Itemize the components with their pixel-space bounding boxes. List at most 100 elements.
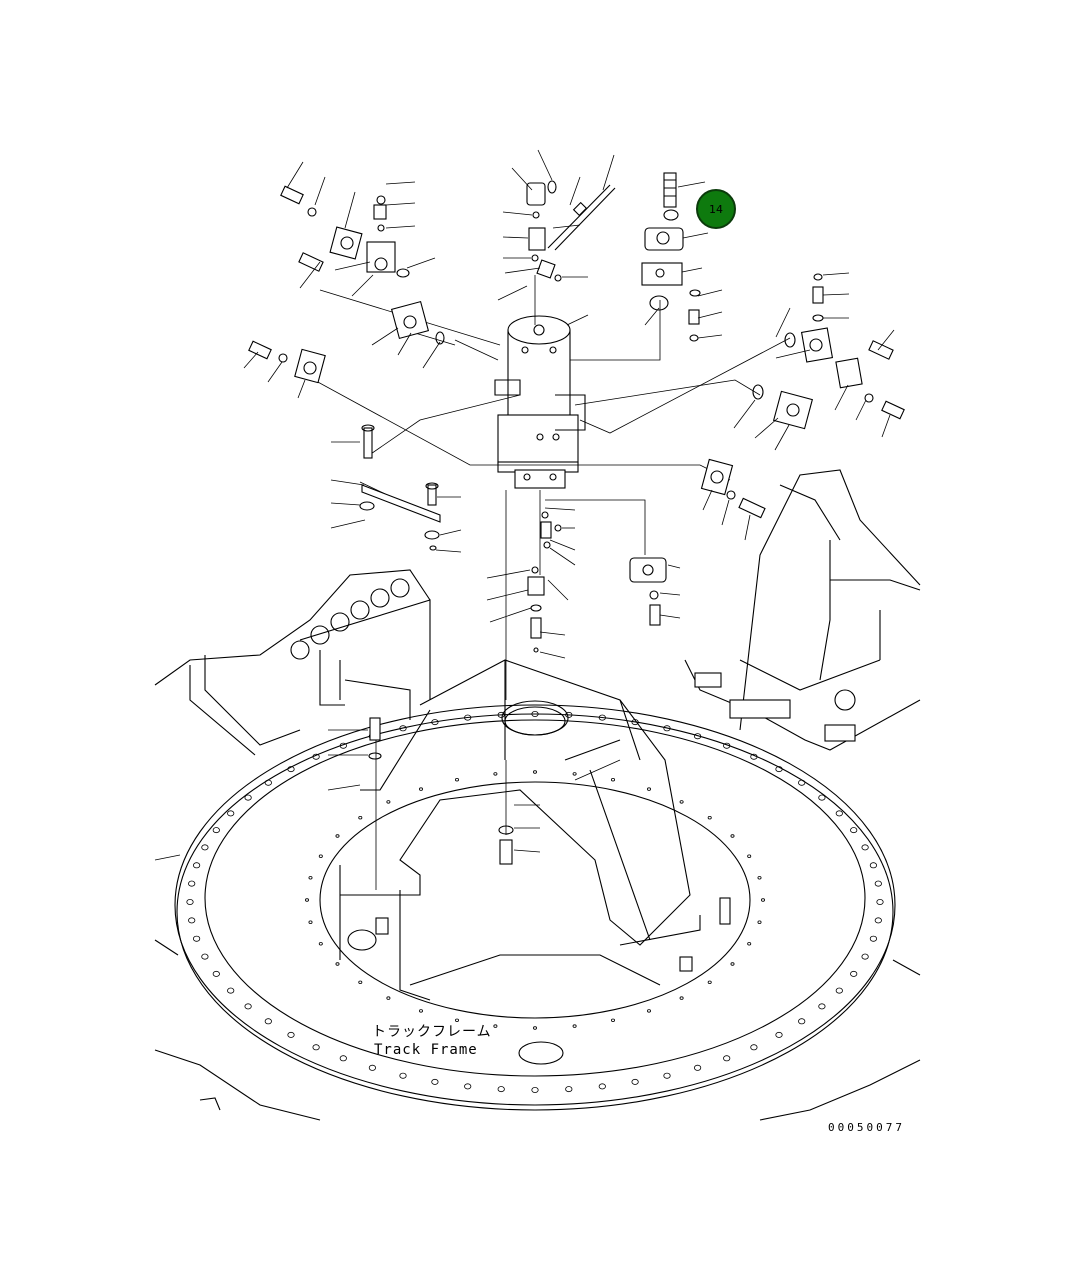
bolt-hole [850, 827, 858, 834]
bolt-hole [188, 917, 196, 924]
bolt-hole [308, 920, 313, 924]
bolt-hole [850, 970, 858, 977]
bolt-hole [598, 714, 606, 721]
bolt-hole [318, 942, 323, 946]
bolt-hole [431, 719, 439, 726]
bolt-hole [188, 880, 196, 887]
track-frame-label-en: Track Frame [374, 1042, 478, 1058]
fittings-top-center [526, 180, 616, 282]
bolt-hole [679, 800, 684, 804]
bolt-hole [493, 1024, 498, 1028]
bolt-hole [227, 810, 235, 817]
callout-14-badge[interactable] [696, 189, 736, 229]
leader-lines-right [702, 272, 895, 541]
strap-and-bolts-left-middle [359, 424, 441, 760]
bolt-hole [531, 1087, 539, 1094]
bolt-hole [533, 1026, 538, 1030]
bolt-hole [287, 1031, 295, 1038]
bolt-hole [861, 953, 869, 960]
bolt-hole [201, 953, 209, 960]
bolt-hole [663, 725, 671, 732]
leader-lines-top-center [497, 149, 615, 326]
leader-lines-left-middle [154, 441, 462, 861]
bolt-hole [730, 962, 735, 966]
bolt-hole [264, 779, 272, 786]
bolt-hole [227, 987, 235, 994]
bolt-hole [747, 942, 752, 946]
bolt-hole [304, 898, 309, 902]
bolt-hole [431, 1078, 439, 1085]
bolt-hole [750, 1044, 758, 1051]
bolt-hole [647, 1009, 652, 1013]
callout-14[interactable]: 14 [696, 189, 736, 229]
bolt-hole [399, 1072, 407, 1079]
leader-lines-left [243, 161, 441, 399]
bolt-hole [750, 753, 758, 760]
bolt-hole [565, 1086, 573, 1093]
bolt-hole [312, 753, 320, 760]
bolt-hole [598, 1083, 606, 1090]
bolt-hole [264, 1018, 272, 1025]
flange-assembly-upper-left [248, 185, 445, 384]
bolt-hole [186, 899, 194, 906]
bolt-hole [464, 1083, 472, 1090]
center-swivel-joint [494, 315, 586, 489]
bolt-hole [798, 1018, 806, 1025]
bolt-hole [679, 996, 684, 1000]
bolt-hole [339, 742, 347, 749]
bolt-hole [454, 1018, 459, 1022]
bolt-hole [318, 854, 323, 858]
bolt-hole [876, 899, 884, 906]
bolt-hole [723, 1055, 731, 1062]
bolt-hole [335, 962, 340, 966]
bolt-hole [193, 862, 201, 869]
bolt-hole [707, 980, 712, 984]
bolt-hole [497, 711, 505, 718]
bolt-hole [418, 787, 423, 791]
bolt-hole [869, 935, 878, 942]
bolt-hole [775, 1031, 783, 1038]
bolt-hole [723, 742, 731, 749]
bolt-hole [454, 778, 459, 782]
bolt-hole [358, 980, 363, 984]
bolt-hole [464, 714, 472, 721]
bolt-hole [798, 779, 806, 786]
leader-lines-center-lower [486, 507, 681, 853]
bolt-hole [693, 1064, 702, 1071]
bolt-hole [201, 844, 209, 851]
bolt-hole [572, 1024, 577, 1028]
fittings-center-lower [498, 511, 667, 865]
bolt-hole [775, 766, 783, 773]
bolt-hole [386, 996, 391, 1000]
bolt-hole [339, 1055, 347, 1062]
bolt-hole [874, 880, 882, 887]
bolt-hole [312, 1044, 320, 1051]
track-rollers-left [290, 578, 410, 660]
bolt-hole [647, 787, 652, 791]
drawing-number: 00050077 [828, 1121, 905, 1134]
bolt-hole [399, 725, 407, 732]
bolt-hole [244, 1003, 252, 1010]
bolt-hole [368, 1064, 376, 1071]
bolt-hole [631, 1078, 639, 1085]
callout-14-number[interactable]: 14 [709, 203, 723, 216]
bolt-hole [818, 1003, 826, 1010]
bolt-hole [611, 1018, 616, 1022]
bolt-hole [335, 834, 340, 838]
bolt-hole [308, 876, 313, 880]
bolt-hole [818, 794, 826, 801]
bolt-hole [533, 770, 538, 774]
track-frame [154, 469, 921, 1121]
bolt-hole [757, 920, 762, 924]
bolt-hole [835, 810, 843, 817]
bolt-hole [693, 733, 702, 740]
bolt-hole [358, 816, 363, 820]
bolt-hole [663, 1072, 671, 1079]
bolt-hole [757, 876, 762, 880]
bolt-hole [493, 772, 498, 776]
bolt-hole [531, 711, 539, 718]
bolt-hole-ring-outer [186, 711, 884, 1094]
bolt-hole [611, 778, 616, 782]
bolt-hole [835, 987, 843, 994]
bolt-hole [193, 935, 201, 942]
